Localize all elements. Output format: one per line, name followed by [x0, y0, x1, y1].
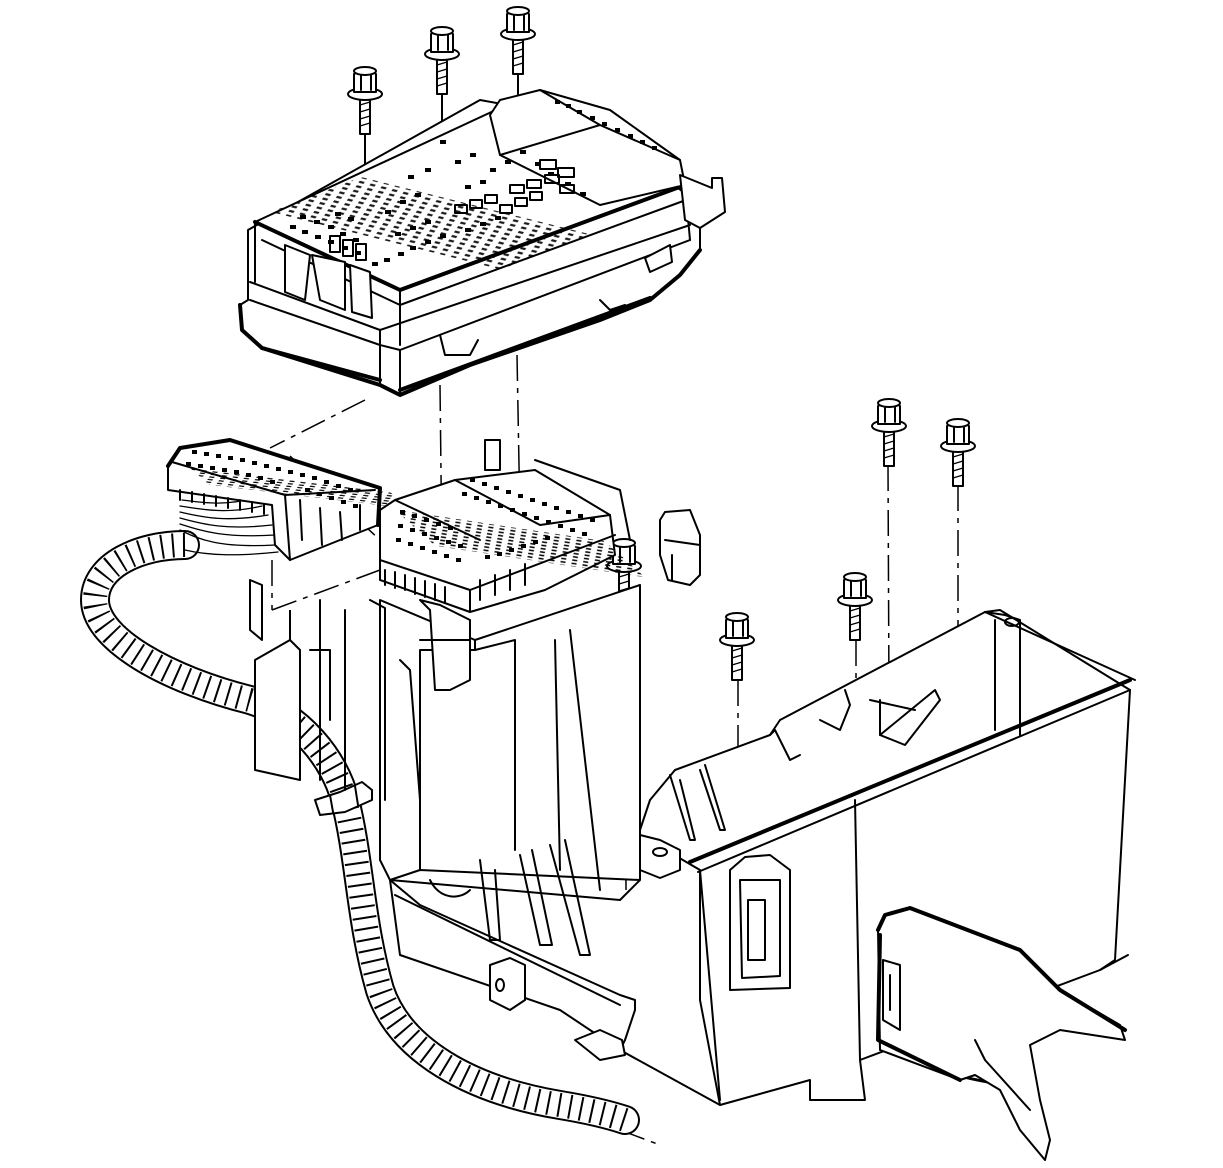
fuse-relay-block	[238, 89, 726, 397]
screw-icon	[500, 6, 536, 75]
terminal-base	[379, 439, 645, 613]
screw-icon	[347, 66, 383, 135]
screw-icon	[719, 612, 755, 681]
screw-icon	[871, 398, 907, 467]
screw-icon	[940, 418, 976, 487]
screw-icon	[837, 572, 873, 641]
harness-connector-right	[876, 906, 1127, 1161]
wiring-harness	[79, 438, 640, 1135]
screw-icon	[424, 26, 460, 95]
